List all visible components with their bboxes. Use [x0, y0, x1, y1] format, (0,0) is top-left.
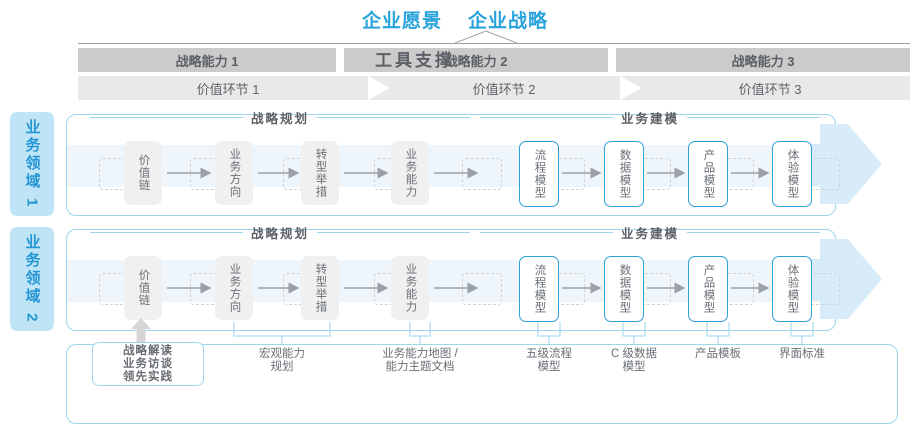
row1-node-2[interactable]: 转型举措 — [301, 141, 339, 205]
row2-node-1[interactable]: 业务方向 — [215, 256, 253, 320]
row2-node-5-label: 数据模型 — [618, 264, 631, 314]
enterprise-vision-title: 企业愿景 — [361, 10, 442, 32]
row2-section-modeling-label: 业务建模 — [621, 226, 680, 241]
domain-badge-1-label: 业务领域 1 — [23, 118, 41, 210]
enterprise-strategy-title: 企业战略 — [468, 10, 549, 32]
row2-node-0-label: 价值链 — [137, 269, 150, 307]
row1-section-modeling: 业务建模 — [480, 109, 821, 126]
domain-badge-2-label: 业务领域 2 — [23, 233, 41, 325]
row1-node-6-label: 产品模型 — [702, 149, 715, 199]
value-chain-cell-2[interactable]: 价值环节 2 — [378, 76, 630, 100]
row2-node-7[interactable]: 体验模型 — [772, 256, 812, 322]
row2-node-1-label: 业务方向 — [228, 263, 241, 313]
row1-node-1[interactable]: 业务方向 — [215, 141, 253, 205]
capability-cell-1[interactable]: 战略能力 1 — [78, 48, 336, 72]
domain-badge-2[interactable]: 业务领域 2 — [10, 227, 54, 331]
header-divider-line — [78, 43, 910, 44]
row1-node-0[interactable]: 价值链 — [124, 141, 162, 205]
tool-strategy-chip-label: 战略解读 业务访谈 领先实践 — [123, 344, 173, 383]
strategy-up-arrow-icon — [131, 318, 151, 344]
row2-node-4-label: 流程模型 — [533, 264, 546, 314]
row1-node-0-label: 价值链 — [137, 154, 150, 192]
tool-label-4: 产品模板 — [695, 348, 741, 360]
row1-section-planning-label: 战略规划 — [251, 111, 310, 126]
row1-node-7-label: 体验模型 — [786, 149, 799, 199]
row1-node-3[interactable]: 业务能力 — [391, 141, 429, 205]
row2-node-6-label: 产品模型 — [702, 264, 715, 314]
tool-support-title: 工具支撑 — [375, 51, 455, 70]
value-chain-bar-row: 价值环节 1 价值环节 2 价值环节 3 — [78, 76, 910, 100]
row2-node-5[interactable]: 数据模型 — [604, 256, 644, 322]
capability-cell-2[interactable]: 战略能力 2 — [344, 48, 608, 72]
row2-node-0[interactable]: 价值链 — [124, 256, 162, 320]
tool-support-box — [66, 344, 898, 424]
row2-section-planning: 战略规划 — [90, 224, 471, 241]
row2-node-7-label: 体验模型 — [786, 264, 799, 314]
row1-node-4-label: 流程模型 — [533, 149, 546, 199]
row1-node-5-label: 数据模型 — [618, 149, 631, 199]
value-chain-cell-3[interactable]: 价值环节 3 — [630, 76, 910, 100]
tool-label-2: 五级流程 模型 — [526, 348, 572, 373]
capability-bar-row: 战略能力 1 战略能力 2 战略能力 3 — [78, 48, 910, 72]
row2-section-modeling: 业务建模 — [480, 224, 821, 241]
row2-node-4[interactable]: 流程模型 — [519, 256, 559, 322]
row1-section-planning: 战略规划 — [90, 109, 471, 126]
tool-label-0: 宏观能力 规划 — [259, 348, 305, 373]
row1-node-4[interactable]: 流程模型 — [519, 141, 559, 207]
value-chain-cell-1[interactable]: 价值环节 1 — [78, 76, 378, 100]
row1-node-7[interactable]: 体验模型 — [772, 141, 812, 207]
capability-cell-3[interactable]: 战略能力 3 — [616, 48, 910, 72]
row2-node-3[interactable]: 业务能力 — [391, 256, 429, 320]
row2-node-6[interactable]: 产品模型 — [688, 256, 728, 322]
row1-ghost-4 — [462, 158, 502, 190]
row1-node-3-label: 业务能力 — [404, 148, 417, 198]
tool-label-5: 界面标准 — [779, 348, 825, 360]
row2-node-2[interactable]: 转型举措 — [301, 256, 339, 320]
top-title-group: 企业愿景 企业战略 — [0, 6, 910, 32]
row2-node-2-label: 转型举措 — [314, 263, 327, 313]
tool-label-1: 业务能力地图 / 能力主题文档 — [382, 348, 458, 373]
row2-section-planning-label: 战略规划 — [251, 226, 310, 241]
row1-section-modeling-label: 业务建模 — [621, 111, 680, 126]
peak-connector-icon — [455, 30, 517, 44]
row1-node-6[interactable]: 产品模型 — [688, 141, 728, 207]
tool-label-3: C 级数据 模型 — [611, 348, 657, 373]
row1-node-2-label: 转型举措 — [314, 148, 327, 198]
row1-node-1-label: 业务方向 — [228, 148, 241, 198]
domain-badge-1[interactable]: 业务领域 1 — [10, 112, 54, 216]
row2-ghost-4 — [462, 273, 502, 305]
row1-node-5[interactable]: 数据模型 — [604, 141, 644, 207]
tool-strategy-chip[interactable]: 战略解读 业务访谈 领先实践 — [92, 342, 204, 386]
row2-node-3-label: 业务能力 — [404, 263, 417, 313]
